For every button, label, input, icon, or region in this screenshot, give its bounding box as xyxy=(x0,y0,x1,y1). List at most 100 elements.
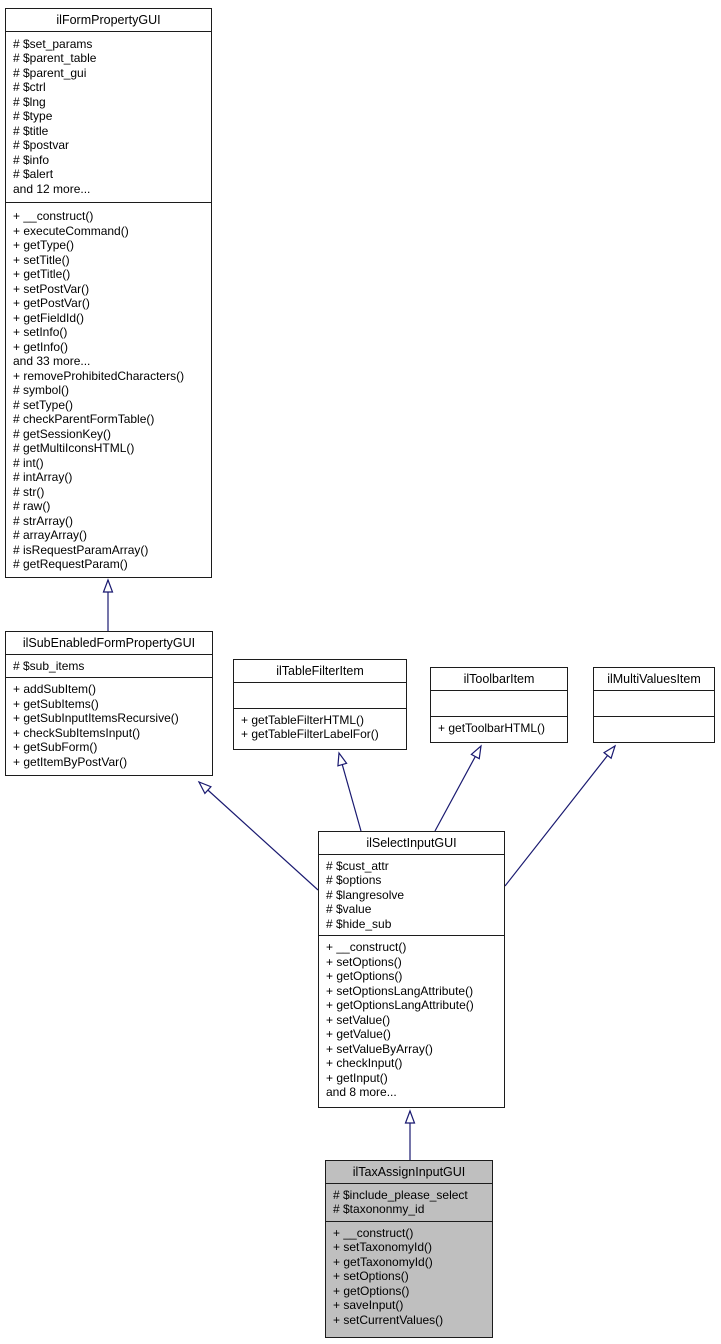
arrow-select-to-tablefilter xyxy=(337,751,362,832)
member-row: + setTaxonomyId() xyxy=(333,1240,433,1254)
member-row: + getOptions() xyxy=(326,969,403,983)
member-row: # arrayArray() xyxy=(13,528,88,542)
member-row: # $options xyxy=(326,873,382,887)
member-row: + setOptionsLangAttribute() xyxy=(326,983,474,998)
member-row: # symbol() xyxy=(13,383,70,397)
attributes-section xyxy=(234,683,406,709)
member-row: # getMultiIconsHTML() xyxy=(13,441,135,455)
member-row: + setValue() xyxy=(326,1012,391,1027)
class-node-ilformpropertygui[interactable]: ilFormPropertyGUI # $set_params# $parent… xyxy=(5,8,212,578)
member-row: + getSubItems() xyxy=(13,696,99,711)
class-name: ilTaxAssignInputGUI xyxy=(326,1161,492,1184)
attributes-section: # $cust_attr# $options# $langresolve# $v… xyxy=(319,855,504,936)
member-row: + checkInput() xyxy=(326,1056,403,1070)
member-row: # $taxononmy_id xyxy=(333,1202,425,1216)
class-node-ilselectinputgui[interactable]: ilSelectInputGUI # $cust_attr# $options#… xyxy=(318,831,505,1108)
member-row: # getSessionKey() xyxy=(13,426,112,441)
class-name[interactable]: ilFormPropertyGUI xyxy=(6,9,211,32)
class-node-ilsubenabledformpropertygui[interactable]: ilSubEnabledFormPropertyGUI # $sub_items… xyxy=(5,631,213,776)
member-row: + getTitle() xyxy=(13,267,71,281)
class-name[interactable]: ilToolbarItem xyxy=(431,668,567,691)
member-row: + getTableFilterLabelFor() xyxy=(241,727,379,741)
member-row: and 33 more... xyxy=(13,354,91,368)
member-row: # $include_please_select xyxy=(333,1187,468,1202)
member-row: + getOptionsLangAttribute() xyxy=(326,998,474,1012)
methods-section: + getToolbarHTML() xyxy=(431,717,567,743)
member-row: # $alert xyxy=(13,167,54,181)
member-row: + getFieldId() xyxy=(13,310,85,325)
arrow-select-to-subenabled xyxy=(197,780,319,891)
member-row: + setInfo() xyxy=(13,325,68,339)
class-name[interactable]: ilMultiValuesItem xyxy=(594,668,714,691)
class-node-iltaxassigninputgui[interactable]: ilTaxAssignInputGUI # $include_please_se… xyxy=(325,1160,493,1338)
member-row: and 8 more... xyxy=(326,1085,397,1099)
member-row: + executeCommand() xyxy=(13,223,129,238)
attributes-section xyxy=(431,691,567,717)
class-name[interactable]: ilSelectInputGUI xyxy=(319,832,504,855)
attributes-section: # $include_please_select# $taxononmy_id xyxy=(326,1184,492,1222)
member-row: + getTableFilterHTML() xyxy=(241,712,365,727)
member-row: + getInfo() xyxy=(13,339,69,354)
member-row: # $type xyxy=(13,109,53,123)
member-row: # setType() xyxy=(13,397,74,412)
member-row: # getRequestParam() xyxy=(13,557,128,571)
member-row: + setTitle() xyxy=(13,252,70,267)
member-row: # $title xyxy=(13,123,49,138)
attributes-section: # $set_params# $parent_table# $parent_gu… xyxy=(6,32,211,203)
member-row: + __construct() xyxy=(333,1225,414,1240)
class-name[interactable]: ilTableFilterItem xyxy=(234,660,406,683)
class-node-ilmultivaluesitem[interactable]: ilMultiValuesItem xyxy=(593,667,715,743)
member-row: # int() xyxy=(13,455,44,470)
member-row: + setOptions() xyxy=(326,954,402,969)
member-row: + removeProhibitedCharacters() xyxy=(13,368,185,383)
member-row: + getTaxonomyId() xyxy=(333,1254,433,1269)
member-row: + getOptions() xyxy=(333,1283,410,1298)
member-row: # $lng xyxy=(13,94,46,109)
attributes-section: # $sub_items xyxy=(6,655,212,678)
member-row: + setValueByArray() xyxy=(326,1041,433,1056)
member-row: # strArray() xyxy=(13,513,73,528)
arrow-select-to-toolbar xyxy=(434,744,482,832)
class-node-iltablefilteritem[interactable]: ilTableFilterItem + getTableFilterHTML()… xyxy=(233,659,407,750)
member-row: # $info xyxy=(13,152,50,167)
member-row: + setCurrentValues() xyxy=(333,1312,444,1327)
member-row: # $langresolve xyxy=(326,887,405,902)
member-row: + checkSubItemsInput() xyxy=(13,725,141,740)
member-row: + getSubForm() xyxy=(13,740,98,754)
methods-section: + __construct()+ setTaxonomyId()+ getTax… xyxy=(326,1222,492,1338)
member-row: and 12 more... xyxy=(13,181,91,196)
member-row: # raw() xyxy=(13,499,51,513)
member-row: # checkParentFormTable() xyxy=(13,412,155,426)
member-row: # isRequestParamArray() xyxy=(13,542,149,557)
member-row: # $value xyxy=(326,902,372,916)
member-row: # $set_params xyxy=(13,36,93,51)
member-row: + __construct() xyxy=(326,940,407,954)
member-row: + getInput() xyxy=(326,1070,388,1085)
member-row: # intArray() xyxy=(13,470,73,484)
member-row: # $sub_items xyxy=(13,658,85,673)
member-row: # $postvar xyxy=(13,138,70,152)
member-row: # $parent_table xyxy=(13,51,97,65)
member-row: + getToolbarHTML() xyxy=(438,720,546,735)
methods-section: + getTableFilterHTML()+ getTableFilterLa… xyxy=(234,709,406,750)
attributes-section xyxy=(594,691,714,717)
member-row: + getType() xyxy=(13,238,75,252)
member-row: # $hide_sub xyxy=(326,916,392,931)
member-row: + getSubInputItemsRecursive() xyxy=(13,711,179,725)
class-name[interactable]: ilSubEnabledFormPropertyGUI xyxy=(6,632,212,655)
member-row: # $ctrl xyxy=(13,80,46,94)
member-row: + setPostVar() xyxy=(13,281,90,296)
methods-section xyxy=(594,717,714,743)
class-node-iltoolbaritem[interactable]: ilToolbarItem + getToolbarHTML() xyxy=(430,667,568,743)
member-row: + setOptions() xyxy=(333,1269,409,1283)
member-row: # str() xyxy=(13,484,45,499)
methods-section: + addSubItem()+ getSubItems()+ getSubInp… xyxy=(6,678,212,775)
member-row: + getValue() xyxy=(326,1027,391,1041)
member-row: + getPostVar() xyxy=(13,296,90,310)
methods-section: + __construct()+ executeCommand()+ getTy… xyxy=(6,203,211,577)
member-row: + addSubItem() xyxy=(13,682,97,696)
arrow-select-to-multivalues xyxy=(504,744,617,887)
member-row: + getItemByPostVar() xyxy=(13,754,128,769)
member-row: # $cust_attr xyxy=(326,858,389,873)
